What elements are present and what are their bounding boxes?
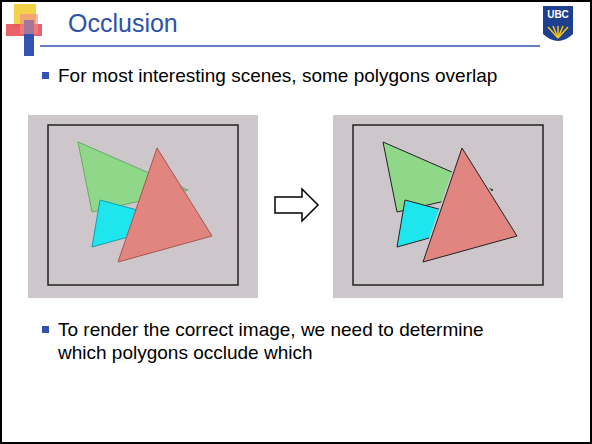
bullet-square [42, 326, 49, 333]
bullet-square [42, 72, 49, 79]
scene-before [28, 115, 258, 298]
bullet-text: To render the correct image, we need to … [58, 318, 536, 364]
ubc-logo [548, 26, 568, 38]
slide-title: Occlusion [68, 9, 178, 38]
ubc-logo [543, 6, 573, 24]
scene-after [333, 115, 563, 298]
title-decoration [20, 14, 38, 34]
bullet-text: For most interesting scenes, some polygo… [58, 64, 536, 87]
transition-arrow [275, 189, 318, 221]
title-rule [40, 45, 540, 47]
ubc-logo [543, 24, 573, 41]
logo-text: UBC [543, 9, 573, 20]
